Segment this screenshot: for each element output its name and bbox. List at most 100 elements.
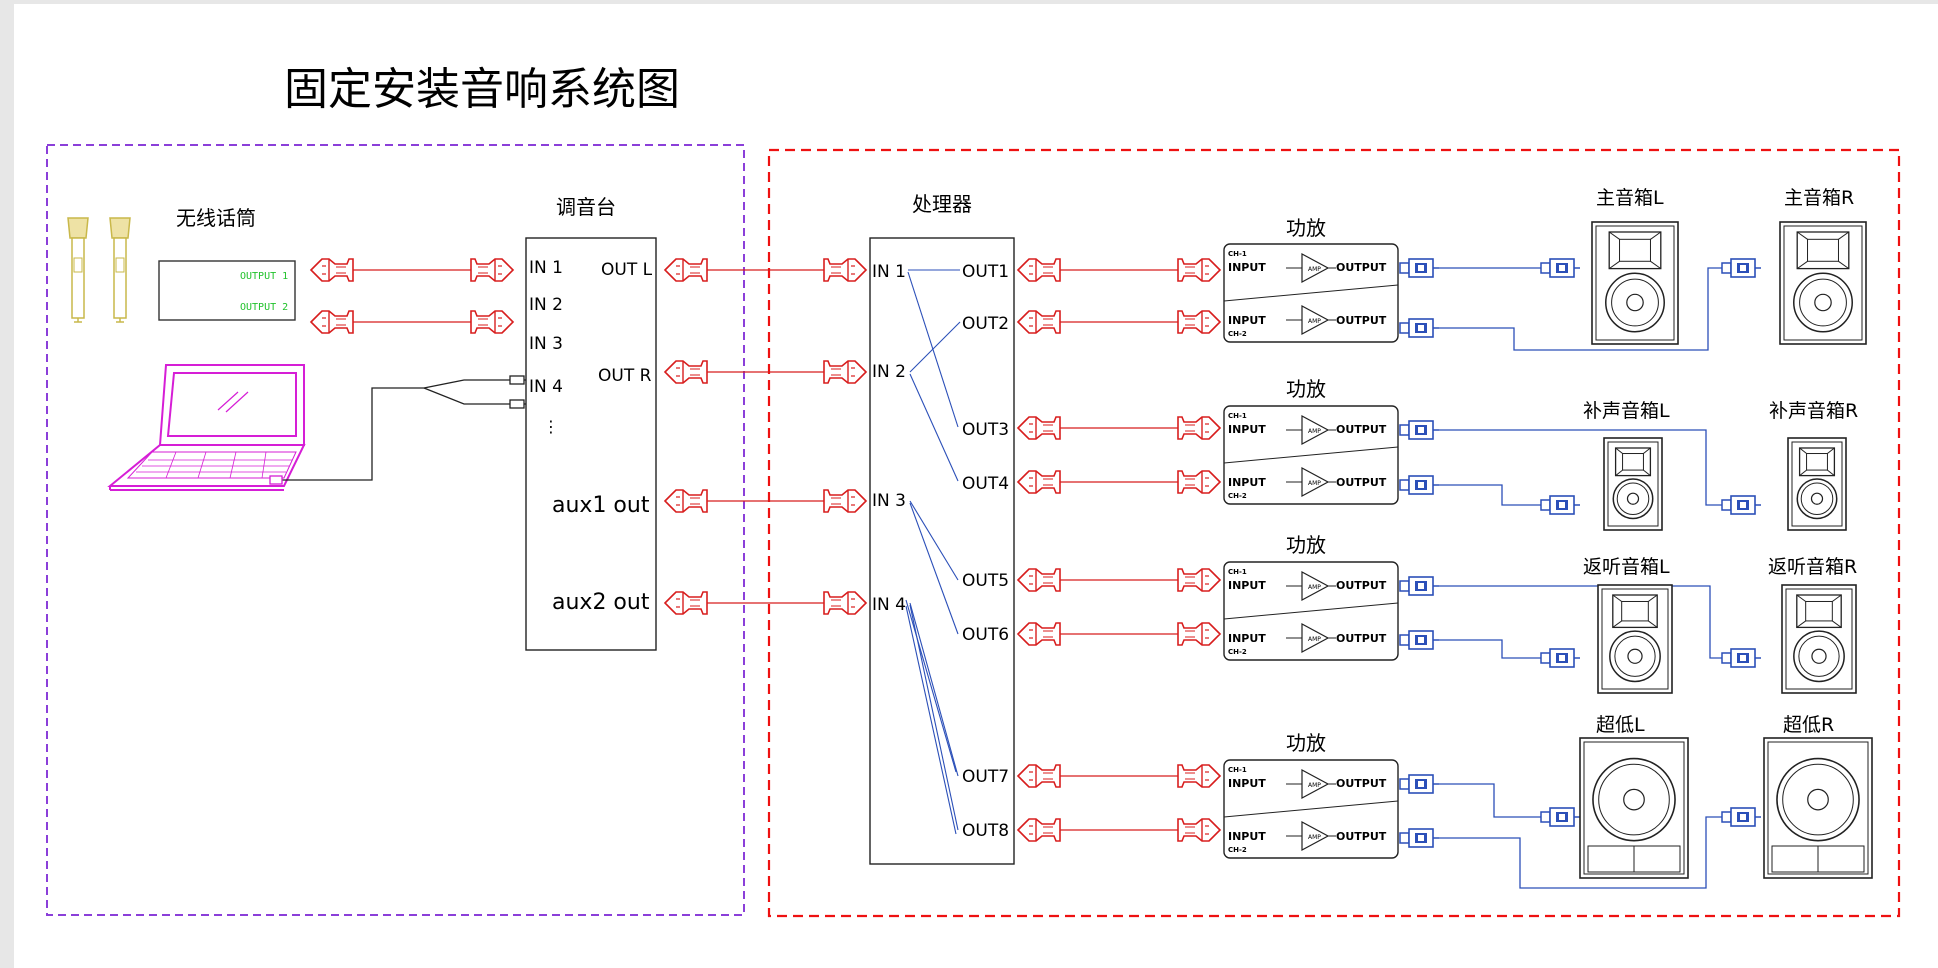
amplifier-ch2-input-label: INPUT	[1228, 830, 1266, 843]
speakon-connector-icon	[1399, 576, 1440, 596]
speaker-cabinet	[1781, 584, 1857, 694]
amplifier-ch2-label: CH-2	[1228, 330, 1247, 338]
mixer-box	[525, 237, 657, 651]
speaker-label: 超低L	[1596, 714, 1645, 736]
horn-edge	[1648, 594, 1658, 602]
horn-edge	[1650, 260, 1662, 270]
speakon-connector-icon	[1540, 648, 1581, 668]
speakon-connector-icon	[1721, 495, 1762, 515]
speaker-cabinet	[1597, 584, 1673, 694]
speakon-connector-icon	[1399, 475, 1440, 495]
page-title: 固定安装音响系统图	[284, 64, 680, 115]
xlr-connector-icon	[823, 258, 867, 282]
speakon-connector-icon	[1540, 258, 1581, 278]
woofer-surround	[1592, 757, 1676, 842]
horn-edge	[1796, 620, 1806, 628]
speaker-cable	[1439, 484, 1541, 506]
woofer-surround	[1776, 757, 1860, 842]
amplifier-ch1-output-label: OUTPUT	[1336, 423, 1387, 436]
amplifier-ch2-output-label: OUTPUT	[1336, 314, 1387, 327]
mixer-input-1: IN 1	[529, 258, 563, 278]
speaker-cabinet-inner	[1595, 225, 1675, 341]
horn-edge	[1838, 260, 1850, 270]
processor-output-4: OUT4	[962, 474, 1009, 494]
processor-output-7: OUT7	[962, 767, 1009, 787]
xlr-connector-icon	[1017, 568, 1061, 592]
horn-edge	[1615, 447, 1623, 454]
amp-label: AMP	[1308, 636, 1321, 643]
xlr-connector-icon	[1017, 310, 1061, 334]
horn	[1796, 231, 1850, 270]
speaker-label: 补声音箱L	[1583, 400, 1670, 422]
amp-triangle-icon	[1301, 252, 1330, 284]
amplifier-ch1-label: CH-1	[1228, 250, 1247, 258]
mixer-output-r: OUT R	[598, 366, 652, 386]
wireless-output-1-label: OUTPUT 1	[240, 271, 288, 282]
woofer-dustcap	[1626, 293, 1644, 312]
speaker-monitor	[1781, 584, 1857, 694]
horn-edge	[1838, 231, 1850, 240]
speakon-connector-icon	[1399, 828, 1440, 848]
horn-inner	[1807, 238, 1839, 262]
horn-inner	[1621, 600, 1649, 622]
mixer-aux2-out: aux2 out	[552, 590, 650, 615]
horn-edge	[1799, 447, 1807, 454]
amplifier-ch2-output-label: OUTPUT	[1336, 830, 1387, 843]
horn	[1798, 447, 1836, 477]
xlr-connector-icon	[823, 489, 867, 513]
processor-input-3: IN 3	[872, 491, 906, 511]
xlr-connector-icon	[1177, 764, 1221, 788]
horn-inner	[1805, 600, 1833, 622]
amplifier-ch2-input-label: INPUT	[1228, 632, 1266, 645]
amp-triangle-icon	[1301, 820, 1330, 852]
horn	[1796, 594, 1842, 629]
xlr-connector-icon	[1177, 818, 1221, 842]
woofer-dustcap	[1811, 648, 1827, 664]
mixer-label: 调音台	[556, 195, 616, 219]
speakon-connector-icon	[1721, 258, 1762, 278]
amp-label: AMP	[1308, 428, 1321, 435]
speaker-label: 返听音箱R	[1768, 556, 1857, 578]
speaker-label: 补声音箱R	[1769, 400, 1858, 422]
amplifier-label: 功放	[1286, 216, 1326, 240]
woofer-cone	[1614, 635, 1656, 677]
amplifier-ch2-output-label: OUTPUT	[1336, 632, 1387, 645]
amp-triangle-icon	[1301, 466, 1330, 498]
amp-label: AMP	[1308, 480, 1321, 487]
amplifier-divider	[1223, 800, 1399, 818]
speaker-cable	[1439, 816, 1722, 889]
woofer-cone	[1798, 635, 1840, 677]
speaker-monitor	[1597, 584, 1673, 694]
processor-output-1: OUT1	[962, 262, 1009, 282]
horn-edge	[1643, 447, 1651, 454]
woofer-surround	[1612, 478, 1654, 520]
speakon-connector-icon	[1721, 648, 1762, 668]
processor-output-2: OUT2	[962, 314, 1009, 334]
woofer-surround	[1793, 272, 1853, 333]
horn	[1608, 231, 1662, 270]
amp-label: AMP	[1308, 318, 1321, 325]
xlr-connector-icon	[664, 591, 708, 615]
speakon-connector-icon	[1399, 630, 1440, 650]
xlr-connector-icon	[1017, 622, 1061, 646]
woofer-cone	[1799, 278, 1847, 327]
amplifier-ch1-input-label: INPUT	[1228, 777, 1266, 790]
handheld-microphone-icon	[67, 217, 89, 323]
xlr-connector-icon	[1177, 416, 1221, 440]
speakon-connector-icon	[1721, 807, 1762, 827]
processor-input-1: IN 1	[872, 262, 906, 282]
processor-input-4: IN 4	[872, 595, 906, 615]
amp-label: AMP	[1308, 584, 1321, 591]
woofer-surround	[1609, 630, 1661, 683]
horn-edge	[1612, 620, 1622, 628]
xlr-connector-icon	[1177, 470, 1221, 494]
mixer-input-4: IN 4	[529, 377, 563, 397]
xlr-connector-icon	[470, 258, 514, 282]
woofer-cone	[1616, 482, 1650, 515]
xlr-connector-icon	[1177, 258, 1221, 282]
speaker-cabinet-inner	[1783, 225, 1863, 341]
